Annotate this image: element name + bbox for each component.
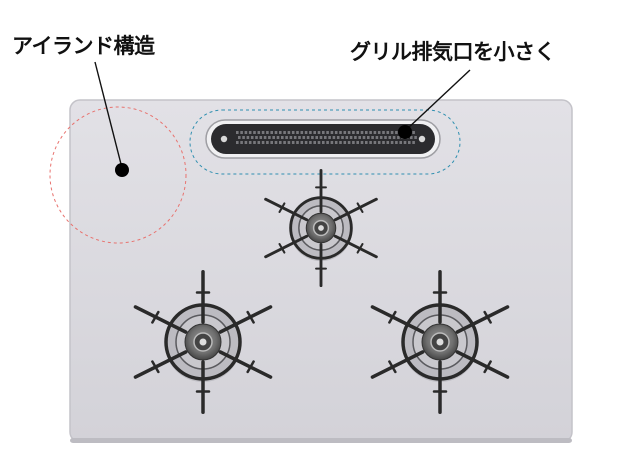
island-marker-dot bbox=[115, 163, 129, 177]
grill-exhaust-vent-icon bbox=[205, 119, 441, 159]
grill-callout-oval bbox=[189, 109, 461, 175]
front-right-burner-icon bbox=[370, 270, 510, 414]
rear-center-burner-icon bbox=[264, 169, 378, 287]
island-callout-circle bbox=[49, 106, 187, 244]
front-left-burner-icon bbox=[133, 270, 273, 414]
grill-leader-line bbox=[405, 69, 471, 131]
island-leader-line bbox=[94, 61, 123, 169]
grill-exhaust-label: グリル排気口を小さく bbox=[350, 40, 556, 64]
cooktop-front-edge bbox=[70, 438, 572, 443]
island-structure-label: アイランド構造 bbox=[12, 34, 155, 58]
grill-marker-dot bbox=[398, 125, 412, 139]
